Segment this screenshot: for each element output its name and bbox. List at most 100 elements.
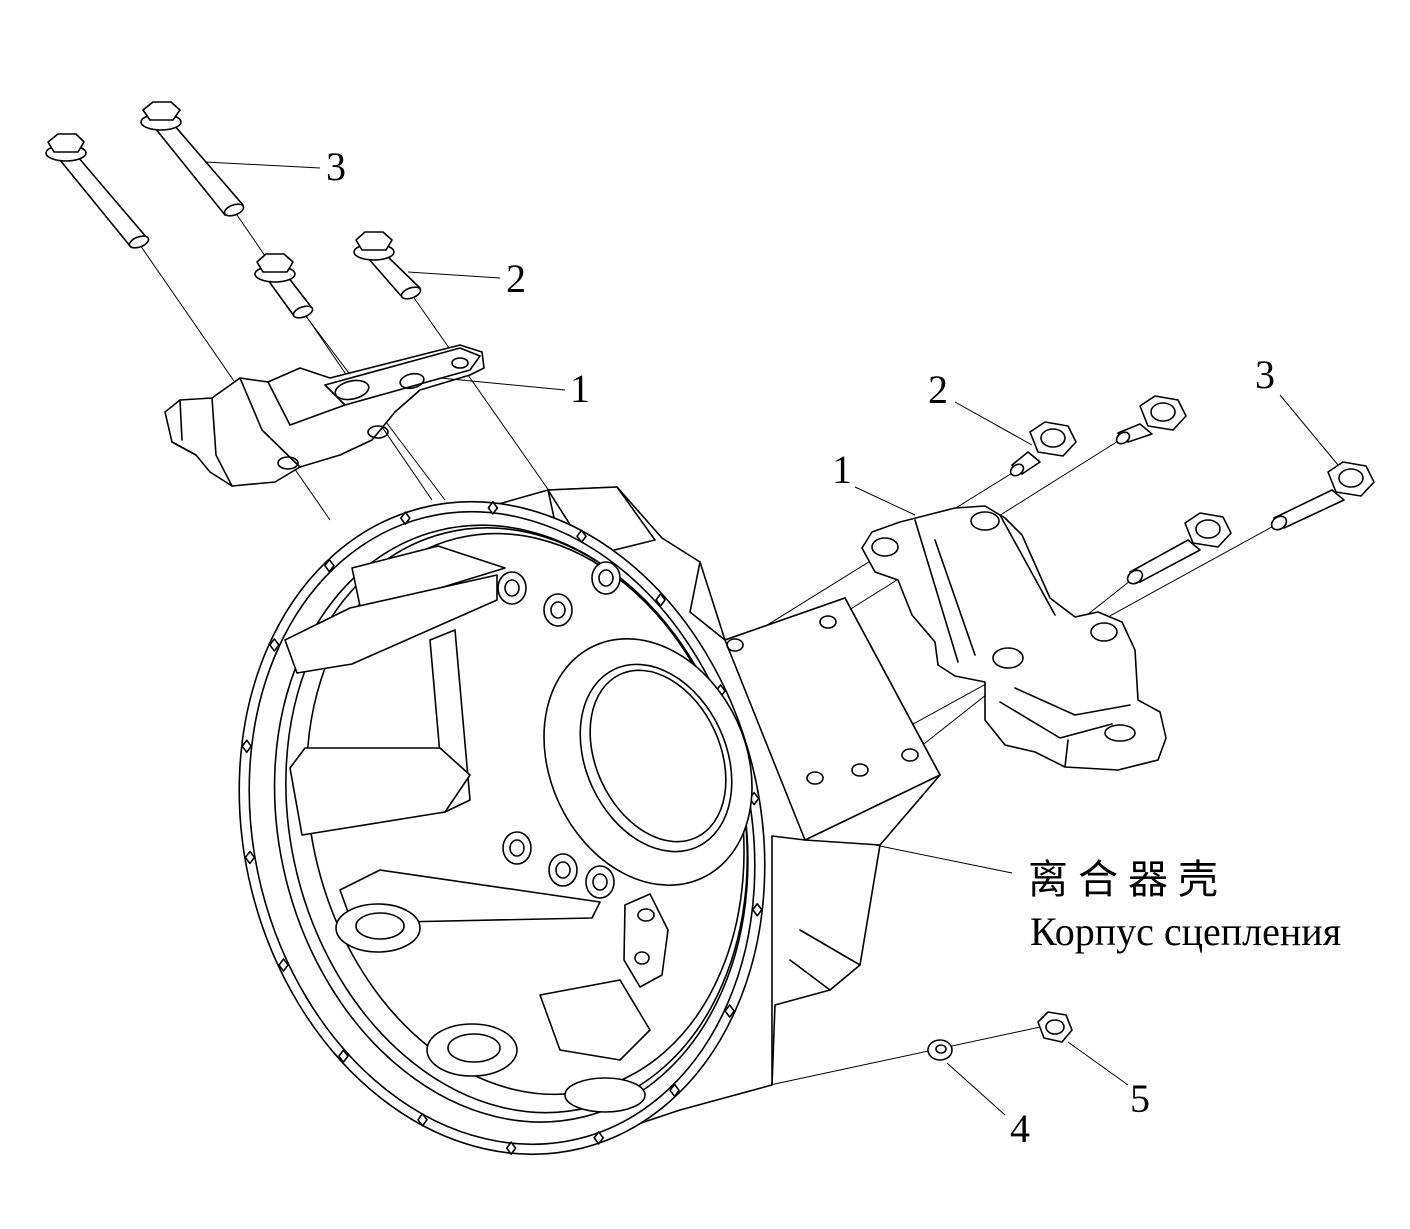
washer — [927, 1039, 953, 1061]
left-bracket-hole — [334, 379, 370, 401]
boss — [497, 571, 527, 605]
left-short-bolt — [353, 231, 422, 300]
callout-labels: 3 2 1 2 1 3 4 5 — [326, 144, 1275, 1151]
callout-left-long-bolt: 3 — [326, 144, 346, 189]
nut-hex — [1037, 1011, 1073, 1043]
bolt-head-face — [1040, 428, 1066, 448]
bolt-shaft — [59, 156, 148, 247]
boss — [585, 865, 615, 899]
flange-bolt-hole — [724, 1004, 735, 1018]
flange-bolt-hole — [505, 1141, 517, 1155]
leader-line — [854, 486, 916, 516]
interior-pad-bottom — [426, 1023, 518, 1077]
interior-rib-upper-left — [284, 574, 498, 674]
right-bracket-hole — [871, 537, 899, 557]
callout-nut: 5 — [1130, 1076, 1150, 1121]
left-bracket-hole — [451, 357, 469, 369]
bolt-shaft-end — [1009, 463, 1025, 477]
flange-bolt-hole — [593, 1131, 604, 1145]
right-short-bolt — [1115, 395, 1187, 445]
right-bracket-body — [861, 505, 1167, 771]
leader-line — [874, 844, 1013, 874]
boss — [548, 853, 578, 887]
leader-lines — [204, 161, 1339, 1116]
left-bracket-hole — [367, 425, 389, 439]
bolt-shaft-end — [292, 305, 314, 319]
bolt-hex-head — [1139, 395, 1187, 431]
boss-hole — [598, 569, 614, 587]
interior-rib-middle-left — [289, 747, 471, 836]
nut — [1037, 1011, 1073, 1043]
bolt-head-face — [1195, 519, 1221, 539]
mounting-tab — [623, 893, 669, 988]
boss-hole — [555, 861, 571, 879]
rear-face-hole — [726, 638, 744, 652]
clutch-housing — [238, 486, 941, 1156]
bolt-shaft-end — [1115, 431, 1131, 445]
flange-bolt-hole — [417, 1112, 428, 1127]
callout-right-bracket: 1 — [832, 447, 852, 492]
bearing-bore-inner — [589, 669, 727, 843]
flange-bolt-hole — [278, 958, 289, 972]
callout-left-short-bolt: 2 — [506, 256, 526, 301]
callout-washer: 4 — [1010, 1106, 1030, 1151]
interior-wall-bottom — [539, 979, 651, 1061]
boss-holes — [497, 561, 621, 899]
flange-bolt-hole — [751, 902, 763, 917]
right-bracket-hole — [1090, 622, 1118, 642]
callout-right-long-bolt: 3 — [1255, 352, 1275, 397]
right-long-bolt — [1270, 461, 1375, 531]
bolt-hex-head — [142, 101, 181, 121]
nut-face — [1045, 1019, 1065, 1035]
boss — [591, 561, 621, 595]
right-bracket — [861, 505, 1167, 771]
bolt-shaft-end — [1270, 515, 1288, 531]
flange-bolt-hole — [338, 1049, 349, 1063]
flange-bolt-holes — [241, 501, 763, 1155]
bolt-head-face — [1150, 402, 1176, 422]
leader-line — [1067, 1041, 1129, 1086]
mounting-tab-hole — [634, 951, 650, 965]
leader-line — [954, 401, 1033, 446]
housing-rear-face — [724, 597, 941, 841]
bolt-shaft — [154, 124, 244, 216]
rear-face-hole — [901, 748, 919, 762]
part-title-russian: Корпус сцепления — [1030, 909, 1341, 954]
boss — [543, 593, 573, 627]
flange-bolt-hole — [244, 850, 256, 865]
right-short-bolt — [1009, 421, 1077, 477]
rear-face-hole — [806, 771, 824, 785]
flange-bolt-hole — [241, 739, 253, 754]
interior-pad-left — [335, 903, 421, 953]
right-bracket-hole — [992, 647, 1024, 669]
left-bracket-hole — [399, 372, 425, 390]
leader-line — [204, 161, 321, 169]
left-bracket-hole — [277, 456, 299, 470]
washer-outer — [927, 1039, 953, 1061]
interior-rib-upper — [351, 545, 506, 607]
left-bracket-plate — [324, 347, 481, 406]
center-line — [411, 294, 553, 496]
interior-pad-bottom-inner — [447, 1033, 501, 1063]
center-line — [769, 1025, 1046, 1086]
interior-pad-left-inner — [355, 912, 405, 940]
right-bracket-edges — [914, 514, 1131, 768]
flange-bolt-hole — [324, 558, 335, 573]
leader-line — [407, 271, 501, 279]
leader-line — [1279, 394, 1339, 466]
leader-line — [946, 1062, 1006, 1116]
bolt-shaft — [1129, 539, 1201, 583]
bolt-shaft-end — [223, 203, 245, 217]
right-bracket-hole — [970, 511, 1000, 531]
flange-bolt-hole — [576, 529, 587, 544]
boss-hole — [509, 839, 525, 857]
bearing-bore — [579, 663, 733, 853]
bolt-hex-head — [1184, 512, 1232, 548]
flange-bolt-hole — [669, 1083, 680, 1098]
boss — [502, 831, 532, 865]
bolt-shaft-end — [128, 235, 150, 249]
boss-hole — [592, 873, 608, 891]
bolt-shaft-end — [400, 286, 422, 300]
bolt-hex-head — [1327, 461, 1375, 497]
